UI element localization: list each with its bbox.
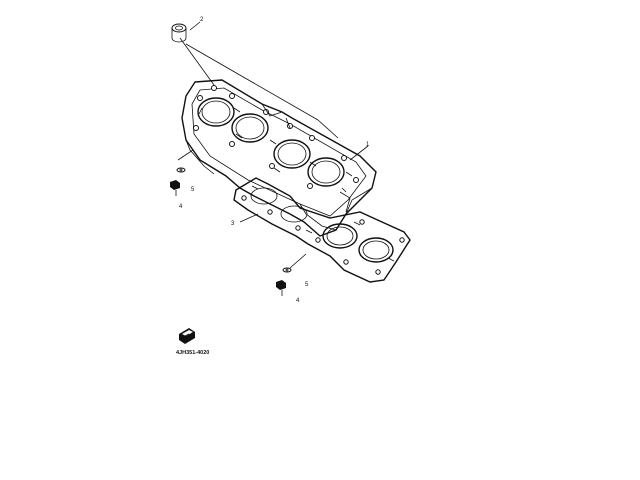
cylinder-block-part	[181, 79, 377, 237]
leader-lines	[177, 21, 369, 269]
callout-1: 1	[366, 142, 370, 148]
dowel-pin-part	[171, 23, 187, 43]
washer-bolt-set-upper	[170, 167, 186, 196]
callout-2: 2	[200, 17, 204, 23]
part-code-label: 4JH351-4020	[176, 350, 209, 356]
bolt-holes	[193, 85, 359, 189]
water-jacket-slots	[198, 107, 353, 193]
manual-book-icon	[179, 328, 195, 344]
washer-bolt-set-lower	[276, 267, 292, 296]
callout-5-upper: 5	[191, 187, 195, 193]
callout-4-upper: 4	[179, 204, 183, 210]
callout-3: 3	[231, 221, 235, 227]
callout-5-lower: 5	[305, 282, 309, 288]
crankcase-gasket-part	[233, 177, 411, 283]
callout-4-lower: 4	[296, 298, 300, 304]
